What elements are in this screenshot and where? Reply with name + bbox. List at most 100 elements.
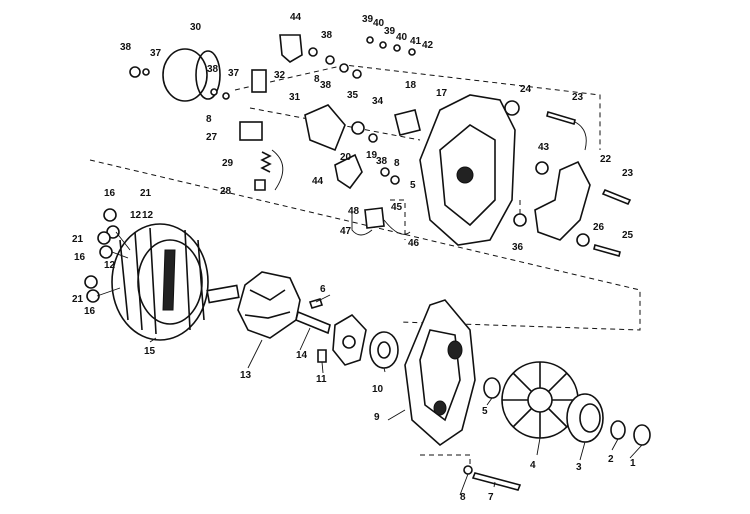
terminal-nut: [504, 100, 520, 116]
spacer-bushing: [513, 213, 527, 227]
stator-part: [111, 223, 209, 341]
diode-leads: [351, 212, 411, 236]
part-number-label: 38: [321, 30, 333, 41]
part-number-label: 43: [538, 142, 550, 153]
part-number-label: 20: [340, 152, 352, 163]
part-number-label: 38: [320, 80, 332, 91]
through-bolt: [471, 472, 522, 491]
part-number-label: 9: [374, 412, 380, 423]
part-number-label: 21: [72, 294, 84, 305]
part-number-label: 8: [206, 114, 212, 125]
part-number-label: 13: [240, 370, 252, 381]
part-number-label: 18: [405, 80, 417, 91]
part-number-label: 30: [190, 22, 202, 33]
part-number-label: 37: [150, 48, 162, 59]
brush-lead: [271, 149, 284, 191]
part-number-label: 24: [520, 84, 532, 95]
part-number-label: 47: [340, 226, 352, 237]
terminal-boot-upper: [279, 34, 303, 63]
part-number-label: 8: [314, 74, 320, 85]
capacitor-nut: [351, 121, 365, 135]
pulley-part: [566, 393, 604, 443]
part-number-label: 17: [436, 88, 448, 99]
part-number-label: 26: [593, 222, 605, 233]
part-number-label: 16: [84, 306, 96, 317]
brush-spring: [260, 151, 272, 173]
terminal-wire: [574, 121, 587, 151]
brush-holder: [239, 121, 263, 141]
part-number-label: 10: [372, 384, 384, 395]
mount-screw: [593, 244, 621, 257]
part-number-label: 48: [348, 206, 360, 217]
part-number-label: 27: [206, 132, 218, 143]
part-number-label: 22: [600, 154, 612, 165]
part-number-label: 35: [347, 90, 359, 101]
insulator-washer: [576, 233, 590, 247]
brush-part: [251, 69, 267, 93]
part-number-label: 15: [144, 346, 156, 357]
part-number-label: 21: [140, 188, 152, 199]
part-number-label: 5: [410, 180, 416, 191]
woodruff-key: [308, 298, 324, 309]
part-number-label: 16: [104, 188, 116, 199]
washer-stack: [210, 36, 416, 185]
part-number-label: 12: [104, 260, 116, 271]
bearing-sleeve: [162, 48, 221, 102]
small-washer: [142, 68, 150, 76]
terminal-bolt: [546, 110, 576, 126]
part-number-label: 32: [274, 70, 286, 81]
part-number-label: 19: [366, 150, 378, 161]
rotor-part: [206, 271, 331, 339]
part-number-label: 8: [460, 492, 466, 503]
part-number-label: 38: [207, 64, 219, 75]
small-screw: [317, 349, 327, 363]
part-number-label: 46: [408, 238, 420, 249]
part-number-label: 39: [384, 26, 396, 37]
part-number-label: 37: [228, 68, 240, 79]
front-housing: [404, 299, 476, 447]
part-number-label: 29: [222, 158, 234, 169]
rear-housing: [419, 94, 516, 246]
part-number-label: 12: [130, 210, 142, 221]
part-number-label: 44: [312, 176, 324, 187]
part-number-label: 5: [482, 406, 488, 417]
stator-terminals: [84, 208, 131, 303]
part-number-label: 12: [142, 210, 154, 221]
part-number-label: 16: [74, 252, 86, 263]
part-number-label: 36: [512, 242, 524, 253]
part-number-label: 45: [391, 202, 403, 213]
diode-trio: [364, 207, 385, 229]
bolt-washer: [463, 465, 473, 475]
leader-lines: [149, 294, 643, 496]
nut-part: [633, 424, 651, 446]
fan-part: [501, 361, 579, 439]
part-number-label: 28: [220, 186, 232, 197]
washer-part: [610, 420, 626, 440]
part-number-label: 7: [488, 492, 494, 503]
part-number-label: 38: [376, 156, 388, 167]
part-number-label: 40: [396, 32, 408, 43]
part-number-label: 40: [373, 18, 385, 29]
part-number-label: 21: [72, 234, 84, 245]
small-nut: [129, 66, 141, 78]
part-number-label: 42: [422, 40, 434, 51]
part-number-label: 38: [120, 42, 132, 53]
insulating-plate: [304, 104, 346, 152]
part-number-label: 41: [410, 36, 422, 47]
part-number-label: 44: [290, 12, 302, 23]
assembly-guides: [89, 64, 641, 470]
insulator-bushing: [535, 161, 549, 175]
spacer-part: [483, 377, 501, 399]
part-number-label: 11: [316, 374, 327, 385]
bearing-retainer: [332, 313, 399, 369]
heat-sink-plate: [534, 160, 591, 241]
part-number-label: 2: [608, 454, 614, 465]
part-number-label: 39: [362, 14, 374, 25]
part-number-label: 4: [530, 460, 536, 471]
capacitor-part: [394, 109, 421, 136]
part-number-label: 31: [289, 92, 301, 103]
part-number-label: 8: [394, 158, 400, 169]
brush-clip: [254, 179, 266, 191]
part-number-label: 6: [320, 284, 326, 295]
